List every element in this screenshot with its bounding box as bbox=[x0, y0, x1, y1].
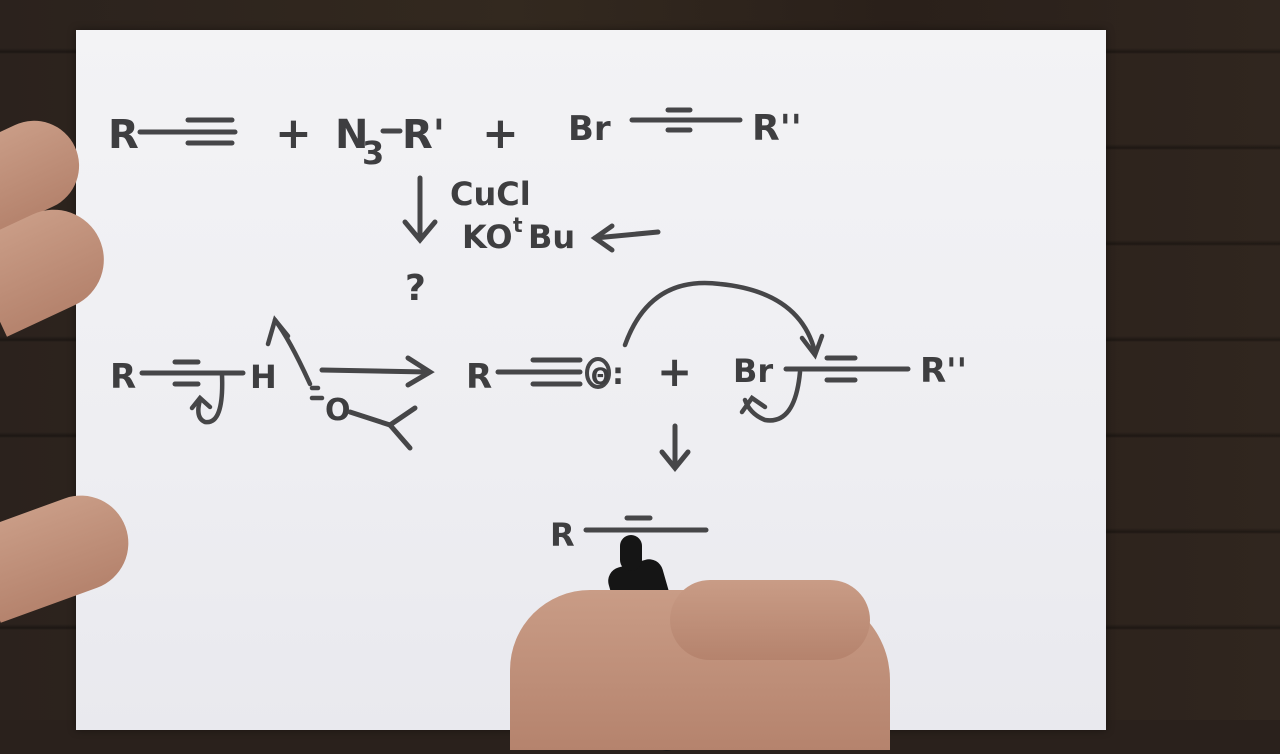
question-mark: ? bbox=[405, 268, 426, 309]
reagent-cucl: CuCl bbox=[450, 175, 531, 213]
copper-acetylide: R Θ : bbox=[466, 357, 624, 397]
bromoalkyne-electrophile: Br R'' bbox=[622, 280, 967, 423]
lone-pair: : bbox=[612, 357, 624, 392]
bromine: Br bbox=[733, 352, 773, 390]
plus-sign: + bbox=[275, 108, 312, 159]
reagent-ko: KO bbox=[462, 218, 513, 256]
marker-tip bbox=[620, 535, 642, 571]
r-group: R bbox=[110, 357, 136, 397]
reagent-t-superscript: t bbox=[513, 213, 523, 237]
right-hand-finger bbox=[670, 580, 870, 660]
alkoxide-oxygen: O bbox=[325, 393, 351, 428]
handwritten-reaction: R + N 3 R' + Br R'' CuCl KO t Bu ? R bbox=[108, 107, 967, 554]
r-double-prime: R'' bbox=[752, 108, 802, 149]
r-group: R bbox=[108, 112, 139, 158]
azide-n: N bbox=[335, 112, 368, 158]
anion-charge: Θ bbox=[591, 365, 610, 390]
plus-sign: + bbox=[482, 108, 519, 159]
r-prime-group: R' bbox=[402, 112, 445, 158]
reagent-bu: Bu bbox=[528, 218, 575, 256]
bromine: Br bbox=[568, 109, 611, 149]
azide-subscript: 3 bbox=[362, 134, 384, 172]
reactant-bromoalkyne: Br R'' bbox=[568, 107, 802, 149]
reactant-alkyne: R bbox=[108, 112, 238, 158]
deprotonation-step: R H O bbox=[110, 315, 435, 451]
reaction-conditions: CuCl KO t Bu ? bbox=[402, 175, 661, 309]
r-group: R bbox=[466, 357, 492, 397]
proton-h: H bbox=[250, 358, 277, 396]
r-double-prime: R'' bbox=[920, 351, 967, 391]
reactant-azide: N 3 R' bbox=[335, 112, 445, 172]
product-being-drawn: R bbox=[550, 515, 709, 554]
r-group: R bbox=[550, 516, 575, 554]
plus-sign: + bbox=[657, 347, 692, 396]
